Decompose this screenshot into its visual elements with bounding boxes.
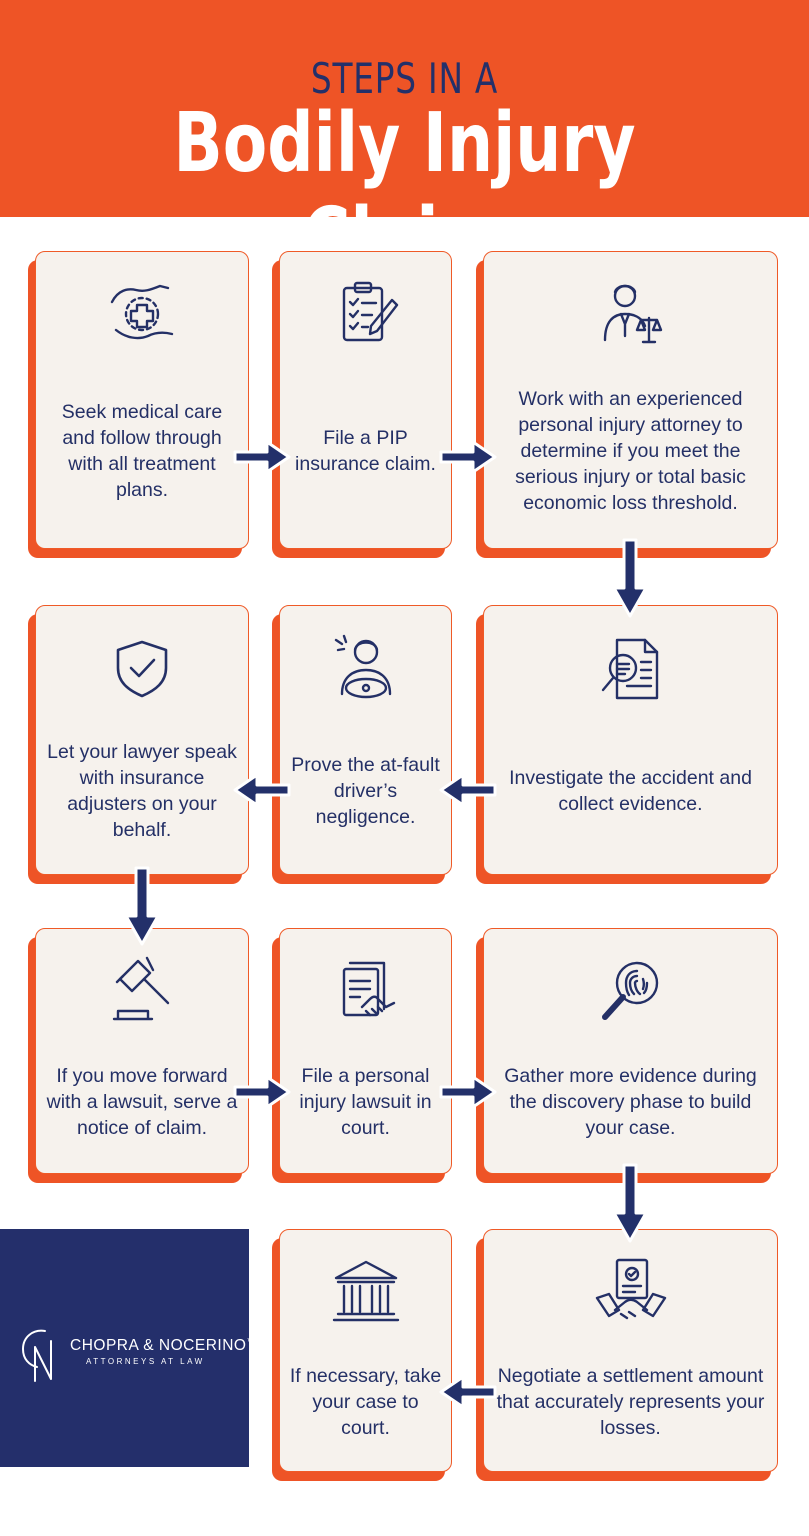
arrow-step4-to-step5	[439, 773, 497, 807]
step-text-3: Work with an experienced personal injury…	[515, 388, 746, 514]
arrow-step3-to-step4	[612, 538, 648, 618]
step-text-4: Investigate the accident and collect evi…	[509, 767, 752, 815]
arrow-step5-to-step6	[233, 773, 291, 807]
firm-logo-block: CHOPRA & NOCERINO™ ATTORNEYS AT LAW	[0, 1229, 254, 1467]
header-kicker: STEPS IN A	[310, 54, 499, 103]
step-card-2: File a PIP insurance claim.	[279, 251, 452, 549]
step-card-9: Gather more evidence during the discover…	[483, 928, 778, 1174]
arrow-step2-to-step3	[439, 440, 497, 474]
fingerprint-magnifier-icon	[591, 951, 671, 1031]
firm-monogram-icon	[19, 1323, 63, 1385]
arrow-step8-to-step9	[439, 1075, 497, 1109]
step-text-11: If necessary, take your case to court.	[289, 1364, 442, 1439]
step-text-7: If you move forward with a lawsuit, serv…	[46, 1065, 238, 1139]
clipboard-checklist-icon	[326, 274, 406, 354]
step-card-4: Investigate the accident and collect evi…	[483, 605, 778, 875]
arrow-step10-to-step11	[439, 1375, 497, 1409]
document-magnifier-icon	[591, 628, 671, 708]
trademark-symbol: ™	[246, 1337, 255, 1346]
header-banner: STEPS IN A Bodily Injury Claim	[0, 0, 809, 286]
step-text-2: File a PIP insurance claim.	[295, 427, 436, 475]
step-card-7: If you move forward with a lawsuit, serv…	[35, 928, 249, 1174]
step-card-3: Work with an experienced personal injury…	[483, 251, 778, 549]
firm-tagline: ATTORNEYS AT LAW	[86, 1357, 205, 1366]
step-text-8: File a personal injury lawsuit in court.	[299, 1065, 432, 1139]
medical-care-hands-icon	[102, 274, 182, 354]
step-card-8: File a personal injury lawsuit in court.	[279, 928, 452, 1174]
step-text-6: Let your lawyer speak with insurance adj…	[47, 741, 237, 841]
step-text-9: Gather more evidence during the discover…	[504, 1065, 757, 1139]
documents-handshake-icon	[326, 951, 406, 1031]
step-text-10: Negotiate a settlement amount that accur…	[496, 1364, 765, 1439]
arrow-step6-to-step7	[124, 866, 160, 946]
driver-steering-wheel-icon	[326, 628, 406, 708]
step-card-10: Negotiate a settlement amount that accur…	[483, 1229, 778, 1472]
arrow-step7-to-step8	[233, 1075, 291, 1109]
step-card-6: Let your lawyer speak with insurance adj…	[35, 605, 249, 875]
arrow-step9-to-step10	[612, 1163, 648, 1243]
courthouse-icon	[326, 1252, 406, 1332]
page-title: Bodily Injury Claim	[173, 96, 636, 286]
gavel-icon	[102, 951, 182, 1031]
attorney-scales-icon	[591, 274, 671, 354]
step-card-5: Prove the at-fault driver’s negligence.	[279, 605, 452, 875]
step-text-1: Seek medical care and follow through wit…	[61, 401, 223, 501]
arrow-step1-to-step2	[233, 440, 291, 474]
step-card-1: Seek medical care and follow through wit…	[35, 251, 249, 549]
step-card-11: If necessary, take your case to court.	[279, 1229, 452, 1472]
firm-name: CHOPRA & NOCERINO™	[70, 1337, 255, 1355]
step-text-5: Prove the at-fault driver’s negligence.	[291, 754, 440, 828]
agreement-handshake-icon	[591, 1252, 671, 1332]
shield-check-icon	[102, 628, 182, 708]
